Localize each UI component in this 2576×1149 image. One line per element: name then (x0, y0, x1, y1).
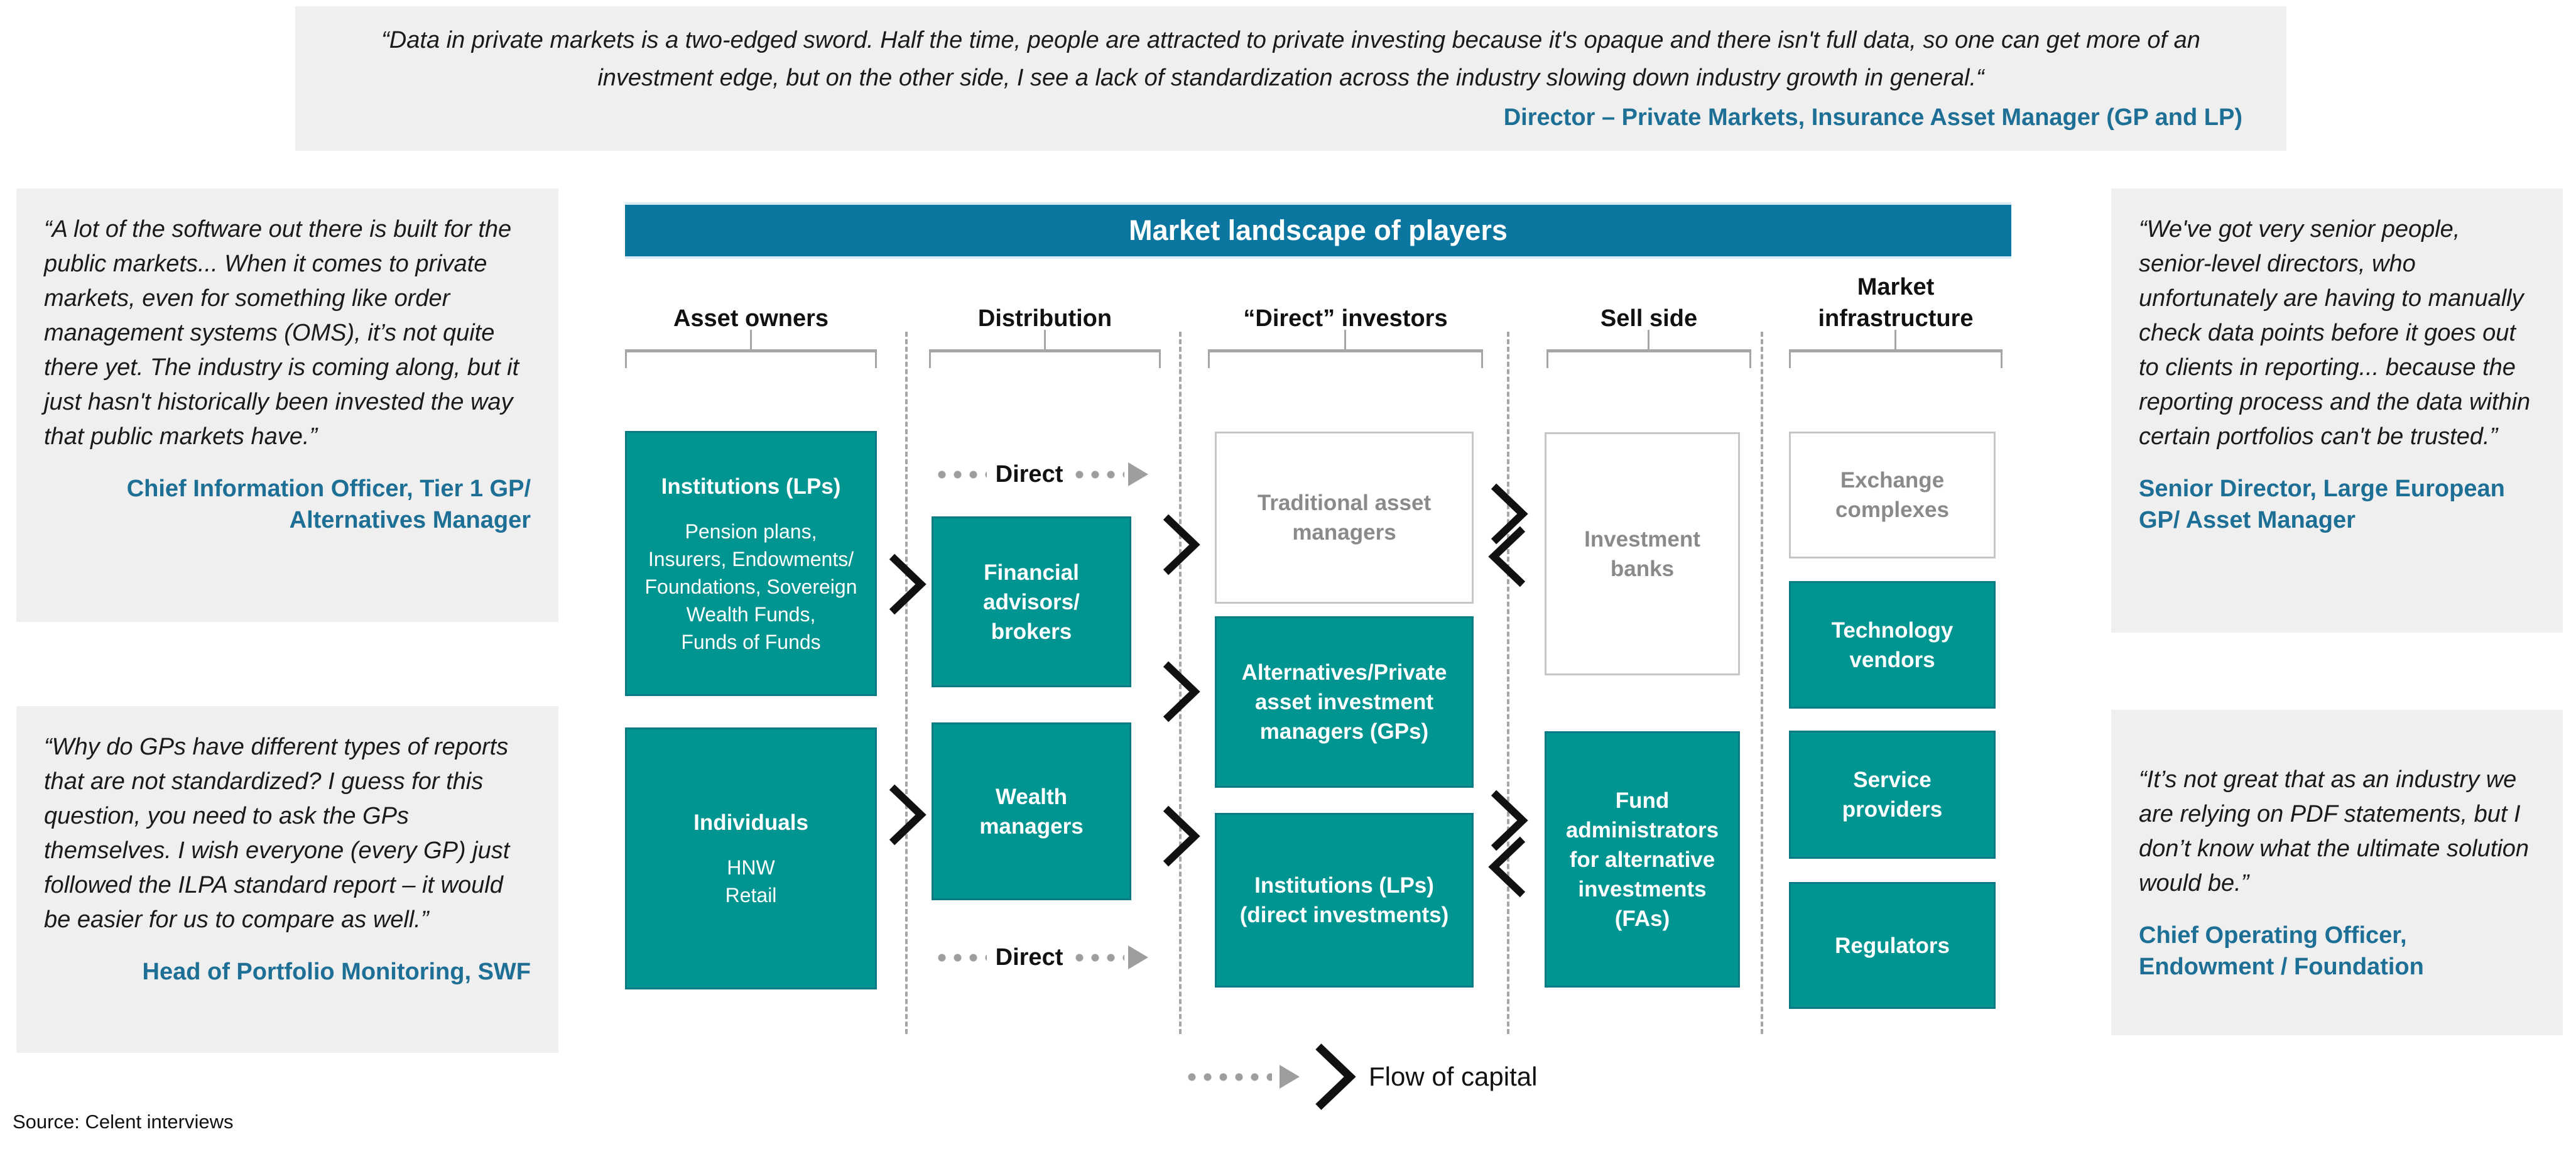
legend-label: Flow of capital (1369, 1062, 1538, 1091)
chevron-right-icon (1491, 790, 1528, 851)
arrowhead-icon (1280, 1065, 1300, 1089)
quote-box-right-bottom: “It’s not great that as an industry we a… (2111, 710, 2563, 1035)
arrowhead-icon (1128, 462, 1148, 486)
box-service-providers: Service providers (1789, 731, 1996, 859)
column-bracket (929, 330, 1161, 368)
box-title: Investment banks (1584, 526, 1700, 581)
direct-label: Direct (995, 944, 1063, 971)
box-title: Institutions (LPs) (direct investments) (1239, 873, 1449, 927)
box-exchange-complexes: Exchange complexes (1789, 432, 1996, 558)
diagram-title-bar: Market landscape of players (625, 205, 2011, 256)
box-title: Service providers (1842, 768, 1943, 822)
direct-flow-arrow-top: Direct (934, 458, 1148, 491)
column-header-sell-side: Sell side (1600, 305, 1698, 332)
box-financial-advisors-brokers: Financial advisors/ brokers (932, 516, 1131, 687)
box-title: Technology vendors (1831, 618, 1954, 672)
column-divider (1761, 332, 1763, 1034)
column-header-distribution: Distribution (977, 305, 1112, 332)
diagram-title: Market landscape of players (1129, 214, 1508, 246)
column-header-market-infrastructure: Market infrastructure (1818, 274, 1974, 332)
direct-flow-arrow-bottom: Direct (934, 941, 1148, 974)
chevron-right-icon (1163, 805, 1200, 867)
quote-text: “It’s not great that as an industry we a… (2139, 766, 2530, 896)
chevron-left-icon (1488, 836, 1526, 898)
column-bracket (1208, 330, 1483, 368)
top-quote-attribution: Director – Private Markets, Insurance As… (1503, 104, 2242, 131)
chevron-right-icon (1163, 514, 1200, 575)
box-subtext: Pension plans, Insurers, Endowments/ Fou… (644, 520, 857, 653)
arrowhead-icon (1128, 945, 1148, 969)
box-alternatives-private-gps: Alternatives/Private asset investment ma… (1215, 616, 1474, 788)
box-investment-banks: Investment banks (1545, 432, 1740, 675)
dotted-line (934, 953, 987, 962)
quote-attribution: Head of Portfolio Monitoring, SWF (142, 959, 531, 985)
quote-text: “Why do GPs have different types of repo… (44, 734, 510, 933)
top-quote-box: “Data in private markets is a two-edged … (295, 6, 2286, 151)
box-subtext: HNW Retail (725, 856, 777, 907)
box-title: Alternatives/Private asset investment ma… (1241, 660, 1447, 744)
column-bracket (1789, 330, 2003, 368)
chevron-right-icon (889, 553, 927, 615)
box-technology-vendors: Technology vendors (1789, 581, 1996, 709)
quote-text: “A lot of the software out there is buil… (44, 216, 519, 450)
box-regulators: Regulators (1789, 882, 1996, 1009)
dotted-line (1072, 470, 1124, 479)
chevron-right-icon (1491, 483, 1528, 545)
box-institutions-direct-investments: Institutions (LPs) (direct investments) (1215, 813, 1474, 988)
column-bracket (1546, 330, 1751, 368)
quote-attribution: Chief Information Officer, Tier 1 GP/ Al… (126, 476, 531, 533)
quote-box-left-top: “A lot of the software out there is buil… (16, 188, 558, 622)
column-bracket (625, 330, 877, 368)
dotted-line (934, 470, 987, 479)
box-title: Individuals (693, 810, 808, 835)
box-fund-administrators: Fund administrators for alternative inve… (1545, 731, 1740, 988)
flow-of-capital-legend: Flow of capital (1184, 1038, 1537, 1116)
column-header-direct-investors: “Direct” investors (1243, 305, 1448, 332)
top-quote-text: “Data in private markets is a two-edged … (381, 27, 2200, 91)
dotted-line (1072, 953, 1124, 962)
quote-text: “We've got very senior people, senior-le… (2139, 216, 2531, 450)
box-traditional-asset-managers: Traditional asset managers (1215, 432, 1474, 604)
box-title: Exchange complexes (1835, 468, 1949, 522)
box-title: Financial advisors/ brokers (983, 560, 1080, 644)
source-note: Source: Celent interviews (13, 1111, 234, 1133)
box-title: Fund administrators for alternative inve… (1565, 788, 1719, 931)
box-institutions-lps: Institutions (LPs) Pension plans, Insure… (625, 431, 877, 696)
column-header-asset-owners: Asset owners (673, 305, 829, 332)
box-wealth-managers: Wealth managers (932, 722, 1131, 900)
quote-attribution: Chief Operating Officer, Endowment / Fou… (2139, 922, 2424, 980)
box-title: Institutions (LPs) (661, 474, 841, 499)
box-title: Wealth managers (979, 784, 1084, 839)
dotted-line (1184, 1072, 1272, 1081)
column-divider (1507, 332, 1509, 1034)
quote-attribution: Senior Director, Large European GP/ Asse… (2139, 476, 2505, 533)
chevron-right-icon (1163, 661, 1200, 722)
box-title: Traditional asset managers (1257, 491, 1432, 545)
quote-box-right-top: “We've got very senior people, senior-le… (2111, 188, 2563, 633)
chevron-right-icon (889, 784, 927, 846)
quote-box-left-bottom: “Why do GPs have different types of repo… (16, 706, 558, 1053)
chevron-left-icon (1488, 526, 1526, 587)
box-title: Regulators (1835, 933, 1950, 958)
box-individuals: Individuals HNW Retail (625, 727, 877, 989)
column-divider (905, 332, 908, 1034)
chevron-right-icon (1315, 1043, 1356, 1110)
direct-label: Direct (995, 460, 1063, 487)
